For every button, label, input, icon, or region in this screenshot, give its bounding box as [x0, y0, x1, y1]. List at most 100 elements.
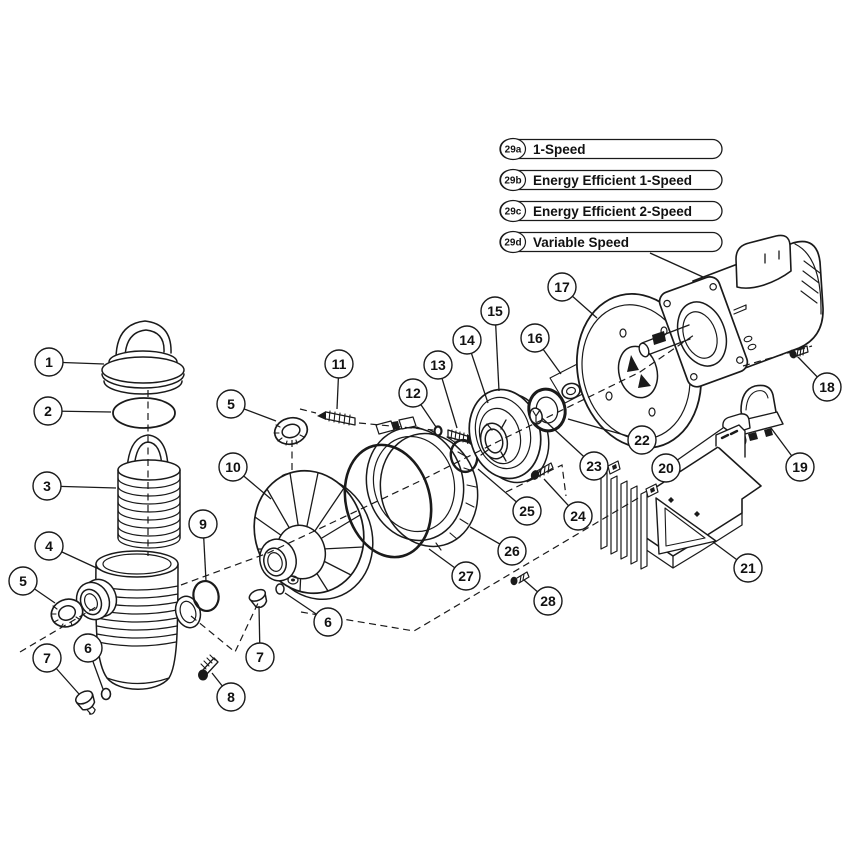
speed-variant-label: Energy Efficient 2-Speed — [533, 204, 692, 219]
callout-circle — [451, 561, 481, 591]
callout-circle — [812, 372, 842, 402]
callout-number: 26 — [504, 543, 520, 559]
callout-circle — [32, 471, 62, 501]
callout-balloon-24: 24 — [563, 501, 593, 531]
callout-circle — [34, 347, 64, 377]
callout-balloon-5: 5 — [216, 389, 246, 419]
callout-balloon-21: 21 — [733, 553, 763, 583]
callout-circle — [188, 509, 218, 539]
callout-circle — [33, 396, 63, 426]
callout-circle — [547, 272, 577, 302]
motor-drawing — [638, 234, 824, 388]
callout-number: 16 — [527, 330, 543, 346]
callout-number: 18 — [819, 379, 835, 395]
callout-number: 28 — [540, 593, 556, 609]
callout-circle — [8, 566, 38, 596]
callout-circle — [218, 452, 248, 482]
callout-balloon-14: 14 — [452, 325, 482, 355]
union-nut-mid-drawing — [273, 416, 309, 446]
callout-number: 25 — [519, 503, 535, 519]
speed-variant-badge — [499, 230, 527, 254]
callout-number: 20 — [658, 460, 674, 476]
callout-balloon-8: 8 — [216, 682, 246, 712]
strainer-lid-drawing — [101, 320, 185, 395]
speed-variant-id: 29d — [504, 238, 521, 249]
callout-balloon-16: 16 — [520, 323, 550, 353]
callout-balloon-10: 10 — [218, 452, 248, 482]
callout-circle — [34, 531, 64, 561]
speed-variant-id: 29a — [505, 145, 522, 156]
screw-11-drawing — [317, 410, 356, 426]
speed-variant-id: 29b — [504, 176, 521, 187]
callout-number: 22 — [634, 432, 650, 448]
callout-circle — [563, 501, 593, 531]
speed-variant-label: 1-Speed — [533, 142, 586, 157]
callout-circle — [785, 452, 815, 482]
callout-balloon-4: 4 — [34, 531, 64, 561]
callout-balloon-7: 7 — [245, 642, 275, 672]
callout-balloon-13: 13 — [423, 350, 453, 380]
axis-line — [19, 606, 97, 653]
axis-line — [190, 600, 260, 653]
callout-circle — [423, 350, 453, 380]
callout-circle — [497, 536, 527, 566]
callout-circle — [73, 633, 103, 663]
callout-number: 10 — [225, 459, 241, 475]
callout-circle — [579, 451, 609, 481]
shaft-seal-drawing — [527, 387, 567, 433]
callout-balloon-7: 7 — [32, 643, 62, 673]
callout-number: 14 — [459, 332, 475, 348]
drain-plug-oring-left-drawing — [100, 687, 112, 701]
callout-number: 5 — [227, 396, 235, 412]
callout-circle — [627, 425, 657, 455]
lid-oring-drawing — [112, 397, 176, 429]
clamp-ring-drawing — [365, 416, 479, 551]
callout-balloon-28: 28 — [533, 586, 563, 616]
drain-plug-oring-volute-drawing — [275, 583, 285, 595]
callout-circle — [520, 323, 550, 353]
callout-circle — [245, 642, 275, 672]
motor-base-drawing — [600, 424, 762, 570]
speed-variant-label: Energy Efficient 1-Speed — [533, 173, 692, 188]
callout-balloon-27: 27 — [451, 561, 481, 591]
washer-12-drawing — [433, 425, 443, 437]
callout-balloon-5: 5 — [8, 566, 38, 596]
callout-balloon-20: 20 — [651, 453, 681, 483]
callout-balloon-2: 2 — [33, 396, 63, 426]
callout-number: 7 — [256, 649, 264, 665]
speed-variant-29c: 29c Energy Efficient 2-Speed — [499, 199, 723, 223]
callout-number: 2 — [44, 403, 52, 419]
port-oring-drawing — [192, 579, 220, 613]
callout-number: 8 — [227, 689, 235, 705]
speed-variant-badge — [499, 137, 527, 161]
callout-circle — [733, 553, 763, 583]
axis-line — [299, 408, 434, 431]
speed-variant-id: 29c — [505, 207, 522, 218]
pump-pot-drawing — [95, 550, 179, 690]
drain-plug-left-drawing — [75, 690, 96, 715]
screw-8-drawing — [198, 654, 219, 681]
callout-circle — [533, 586, 563, 616]
callout-number: 12 — [405, 385, 421, 401]
callout-number: 3 — [43, 478, 51, 494]
callout-circle — [216, 682, 246, 712]
callout-number: 6 — [324, 614, 332, 630]
callout-number: 6 — [84, 640, 92, 656]
callout-circle — [398, 378, 428, 408]
pot-side-port-drawing — [174, 595, 202, 629]
callout-circle — [452, 325, 482, 355]
callout-number: 19 — [792, 459, 808, 475]
callout-circle — [651, 453, 681, 483]
callout-number: 17 — [554, 279, 570, 295]
callout-number: 21 — [740, 560, 756, 576]
callout-circle — [512, 496, 542, 526]
callout-balloon-15: 15 — [480, 296, 510, 326]
callout-balloon-18: 18 — [812, 372, 842, 402]
callout-number: 4 — [45, 538, 53, 554]
axis-line — [742, 345, 813, 367]
speed-variant-29b: 29b Energy Efficient 1-Speed — [499, 168, 723, 192]
callout-number: 5 — [19, 573, 27, 589]
